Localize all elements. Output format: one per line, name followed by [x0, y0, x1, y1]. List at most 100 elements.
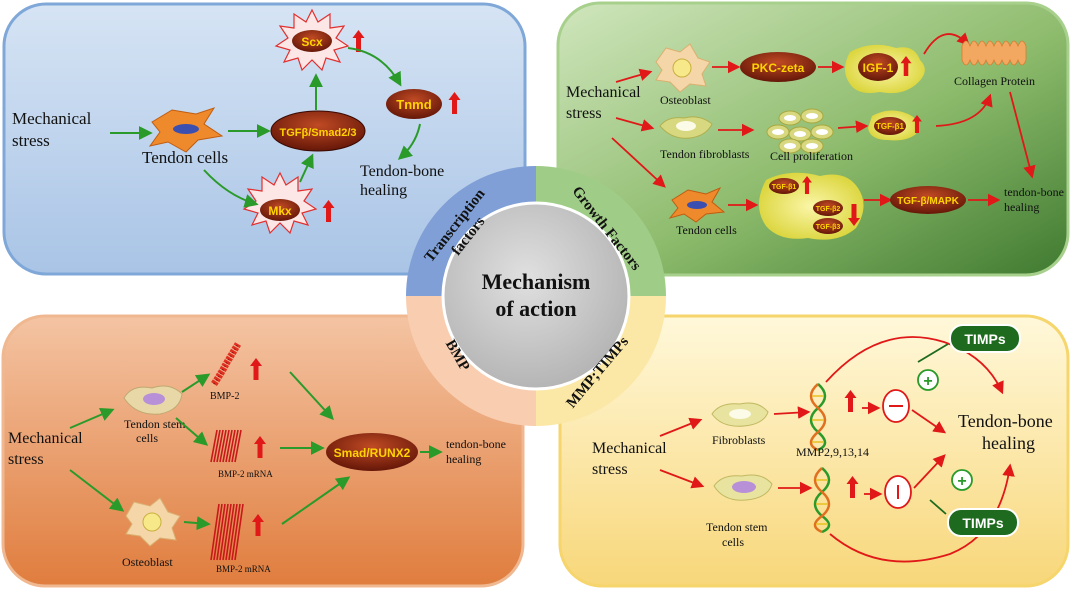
tf-scx: Scx — [301, 35, 323, 49]
bmp-bmp2-mrna-lower: BMP-2 mRNA — [216, 564, 271, 574]
bmp-arrow-stress-stem — [69, 407, 115, 429]
gf-arrow-tgfb1-collagen — [935, 93, 993, 127]
gf-group: Mechanical stress Osteoblast PKC-zeta IG… — [566, 32, 1064, 240]
bmp-osteoblast-icon — [125, 497, 181, 547]
gf-arrow-igf-collagen — [923, 32, 970, 55]
mmp-healing-2: healing — [982, 433, 1035, 453]
mmp-arrow-inhib-heal-upper — [911, 409, 947, 434]
gf-tgf-mapk: TGF-β/MAPK — [897, 196, 959, 207]
mmp-dna-lower-icon — [813, 467, 831, 534]
mmp-mmp-list: MMP2,9,13,14 — [796, 445, 869, 459]
gf-arrow-collagen-heal — [1009, 91, 1036, 179]
tf-tnmd: Tnmd — [396, 97, 431, 112]
mmp-arrow-inhib-heal-lower — [913, 454, 946, 489]
tf-tendon-cell-icon — [148, 107, 224, 153]
gf-pkc: PKC-zeta — [752, 61, 805, 75]
tf-tnmd-oval — [386, 89, 442, 119]
gf-tendon-fibroblast-icon — [659, 116, 713, 139]
bmp-tendon-stem-1: Tendon stem — [124, 417, 186, 431]
ring-gf — [536, 166, 666, 296]
gf-tgfb1-lower-oval — [769, 178, 799, 194]
bmp-bmp2: BMP-2 — [210, 391, 239, 402]
tf-mkx: Mkx — [268, 204, 292, 218]
bmp-arrow-bmp2-smad — [289, 371, 334, 421]
gf-tgfb1: TGF-β1 — [876, 122, 905, 131]
mmp-dna-upper-icon — [809, 383, 827, 452]
gf-tendon-cells: Tendon cells — [676, 223, 737, 237]
gf-tgfb1-lower: TGF-β1 — [772, 184, 797, 191]
center-circle — [441, 201, 631, 391]
tf-arrow-mkx-tgf — [299, 153, 314, 183]
bmp-arrow-ost-mrna — [183, 516, 211, 531]
gf-tendon-cell-icon — [668, 186, 726, 223]
gf-igf: IGF-1 — [863, 61, 894, 75]
bmp-arrow-mrna2-smad — [281, 476, 351, 525]
ring-bmp — [406, 296, 536, 426]
gf-arrow-stress-fib — [615, 117, 655, 132]
mmp-arrow-timps-plus-upper — [917, 343, 949, 363]
tf-healing-2: healing — [360, 182, 407, 199]
tf-tendon-cells: Tendon cells — [142, 148, 228, 167]
bmp-arrow-stress-ost — [69, 469, 125, 512]
bmp-osteoblast: Osteoblast — [122, 555, 173, 569]
mmp-fibroblasts: Fibroblasts — [712, 433, 766, 447]
tf-arrow-tnmd-heal — [397, 123, 421, 160]
gf-tgfb3: TGF-β3 — [816, 224, 841, 231]
bmp-tendon-stem-cell-icon — [123, 385, 183, 415]
gf-tgf-mapk-oval — [890, 186, 966, 214]
tf-scx-oval — [292, 30, 332, 52]
tf-group: Mechanical stress Tendon cells TGFβ/Smad… — [12, 8, 461, 235]
tf-healing-1: Tendon-bone — [360, 163, 444, 180]
center-title-line1: Mechanism — [482, 269, 591, 294]
tf-mech-stress-1: Mechanical — [12, 109, 92, 128]
gf-pkc-oval — [740, 52, 816, 82]
mmp-tendon-stem-1: Tendon stem — [706, 520, 768, 534]
tf-arrow-cells-mkx — [203, 169, 259, 208]
mmp-mech-stress-2: stress — [592, 461, 628, 478]
center-title-line2: of action — [495, 296, 576, 321]
bmp-mrna-upper-icon — [210, 429, 242, 463]
gf-osteoblast: Osteoblast — [660, 93, 711, 107]
bmp-tendon-stem-2: cells — [136, 431, 158, 445]
tf-tgf-smad-oval — [270, 110, 366, 152]
mmp-timps-lower-badge — [947, 508, 1019, 537]
panel-mmp-timps — [558, 314, 1070, 588]
bmp-smad-runx2: Smad/RUNX2 — [334, 446, 411, 460]
mmp-tendon-stem-2: cells — [722, 535, 744, 549]
gf-igf-oval — [858, 53, 898, 81]
tf-mech-stress-2: stress — [12, 131, 50, 150]
gf-tgfb1-oval — [874, 117, 906, 135]
tf-tgf-smad: TGFβ/Smad2/3 — [279, 127, 356, 139]
mmp-arrow-stress-fib — [659, 417, 703, 437]
bmp-mech-stress-2: stress — [8, 451, 44, 468]
mmp-timps-upper-badge — [949, 324, 1021, 353]
ring-tf — [406, 166, 536, 296]
gf-tgfb3-oval — [813, 218, 843, 234]
mmp-arrow-timps-plus-lower — [929, 499, 947, 515]
mmp-tendon-stem-cell-icon — [713, 474, 773, 501]
mmp-plus-upper-sign: + — [923, 373, 932, 390]
gf-mech-stress-2: stress — [566, 105, 602, 122]
bmp-healing-1: tendon-bone — [446, 437, 506, 451]
gf-tendon-fibroblasts: Tendon fibroblasts — [660, 147, 750, 161]
bmp-mrna-lower-icon — [210, 503, 244, 561]
ring-mmp — [536, 296, 666, 426]
gf-collagen-icon — [961, 40, 1027, 66]
mmp-timps-upper: TIMPs — [964, 331, 1005, 347]
tf-mkx-oval — [260, 199, 300, 221]
gf-arrow-stress-cells — [611, 137, 666, 188]
bmp-bmp2-mrna-upper: BMP-2 mRNA — [218, 469, 273, 479]
bmp-smad-runx2-oval — [326, 433, 418, 471]
gf-tgfb2-oval — [813, 200, 843, 216]
gf-cell-proliferation-icon — [766, 108, 834, 154]
gf-tgfb2: TGF-β2 — [816, 206, 841, 213]
mmp-plus-upper-icon — [917, 369, 939, 391]
gf-healing-1: tendon-bone — [1004, 185, 1064, 199]
gf-arrow-prolif-tgf — [837, 120, 869, 134]
gf-healing-2: healing — [1004, 200, 1039, 214]
mmp-mech-stress-1: Mechanical — [592, 440, 667, 457]
bmp-healing-2: healing — [446, 452, 481, 466]
mmp-plus-lower-icon — [951, 469, 973, 491]
bmp-arrow-stem-bmp2 — [181, 373, 211, 393]
